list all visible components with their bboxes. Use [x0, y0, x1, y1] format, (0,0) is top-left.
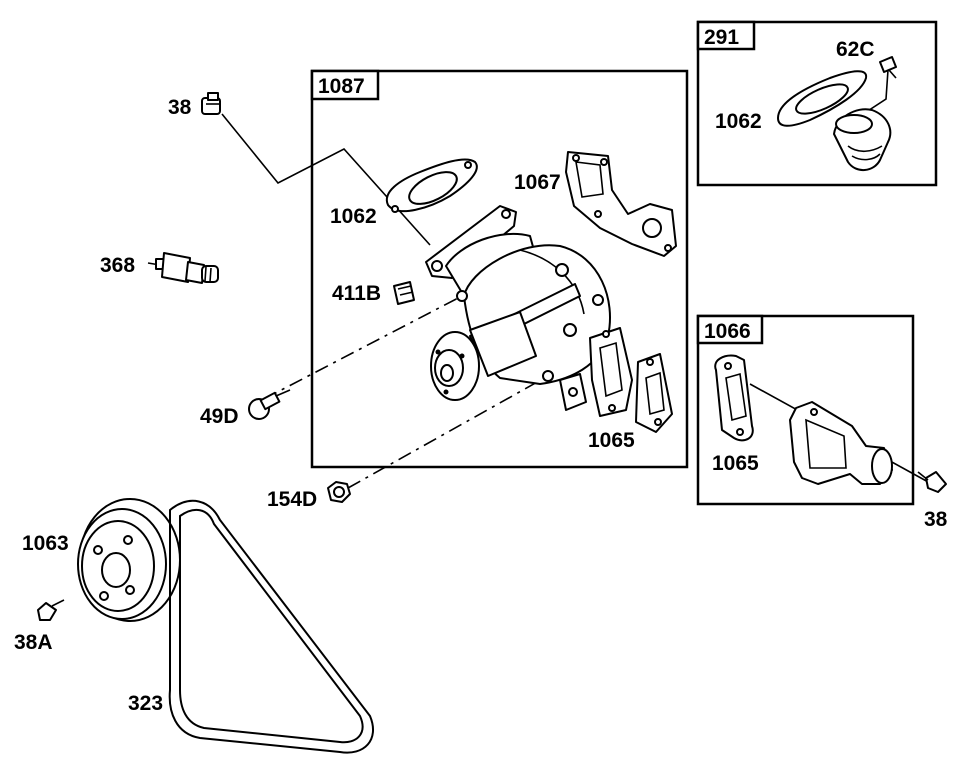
callout-38-top: 38	[168, 96, 192, 119]
group-1066-label: 1066	[704, 320, 751, 343]
bolt-38-top	[201, 92, 221, 115]
group-291-tag	[696, 20, 756, 51]
gasket-1067	[565, 151, 677, 257]
bolt-49d	[248, 389, 291, 420]
leader-154d	[347, 375, 549, 489]
callout-1062-main: 1062	[330, 205, 377, 228]
group-291-frame	[696, 20, 938, 187]
callout-49d: 49D	[200, 405, 239, 428]
callout-323: 323	[128, 692, 163, 715]
callout-368: 368	[100, 254, 135, 277]
group-1066-tag	[696, 314, 764, 345]
group-291-label: 291	[704, 26, 739, 49]
screw-62c	[879, 56, 897, 79]
water-outlet-elbow	[789, 401, 893, 485]
nut-154d	[327, 481, 351, 503]
group-1066-frame	[696, 314, 915, 506]
callout-1065-outlet: 1065	[712, 452, 759, 475]
gasket-1062-main	[385, 158, 478, 213]
gasket-1062-thermostat	[777, 70, 868, 127]
water-pump-1087	[425, 205, 633, 417]
leader-38-top	[221, 113, 431, 246]
callout-1065-main: 1065	[588, 429, 635, 452]
callout-62c: 62C	[836, 38, 875, 61]
plug-411b	[393, 281, 415, 305]
group-1087-label: 1087	[318, 75, 365, 98]
bolt-38-right	[917, 471, 947, 493]
callout-1062-thermostat: 1062	[715, 110, 762, 133]
callout-1063: 1063	[22, 532, 69, 555]
callout-38-right: 38	[924, 508, 948, 531]
group-1087-tag	[310, 69, 380, 101]
temperature-sensor-368	[147, 252, 219, 284]
callout-154d: 154D	[267, 488, 317, 511]
bolt-38a	[37, 599, 65, 621]
pulley-1063	[77, 498, 181, 622]
thermostat-cover	[833, 108, 892, 171]
callout-1067: 1067	[514, 171, 561, 194]
gasket-1065-outlet	[714, 354, 754, 442]
callout-38a: 38A	[14, 631, 53, 654]
group-1087-frame	[310, 69, 689, 469]
leader-49d	[263, 295, 463, 400]
callout-411b: 411B	[332, 282, 381, 305]
belt-323	[168, 500, 375, 754]
gasket-1065-main	[635, 353, 673, 433]
